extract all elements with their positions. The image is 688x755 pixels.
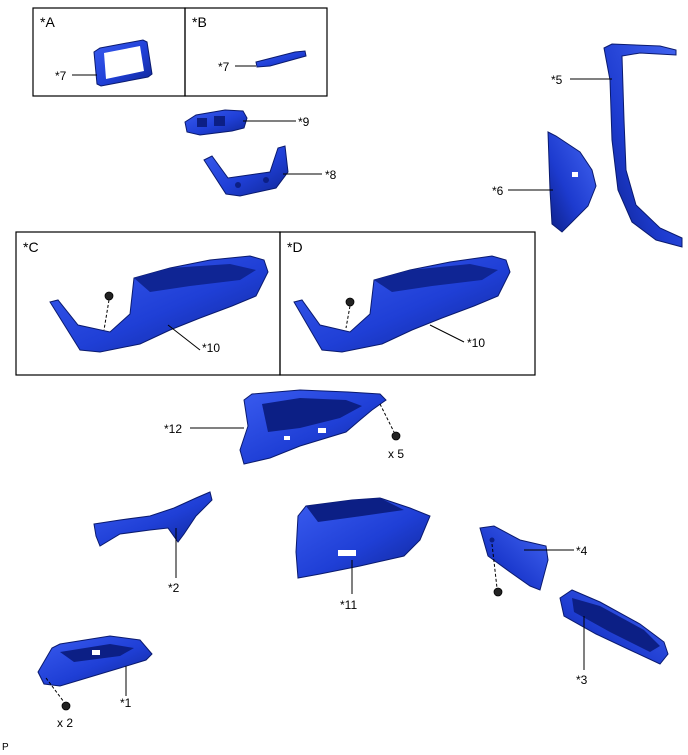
callout-9: *9 <box>298 115 310 129</box>
view-box-c: *C *10 <box>15 231 281 376</box>
callout-7a: *7 <box>55 69 67 83</box>
view-box-d-label: *D <box>287 239 303 255</box>
clip-d <box>345 297 355 329</box>
part-6-side-panel <box>547 131 597 233</box>
view-box-b-label: *B <box>192 14 207 30</box>
clip-1 <box>45 677 71 711</box>
part-3-scuff-plate <box>559 589 669 665</box>
callout-7b: *7 <box>218 60 230 74</box>
part-7-frame-a <box>93 39 153 87</box>
part-1-under-cover <box>37 635 153 687</box>
callout-2: *2 <box>168 581 180 595</box>
footer-code: P <box>2 742 9 753</box>
callout-4: *4 <box>576 544 588 558</box>
clip-c <box>103 291 114 331</box>
view-box-b-frame <box>184 7 328 97</box>
callout-5: *5 <box>551 73 563 87</box>
callout-12: *12 <box>164 422 182 436</box>
callout-11: *11 <box>340 598 357 612</box>
part-7-strip-b <box>255 50 307 68</box>
view-box-d: *D *10 <box>279 231 536 376</box>
clip-4 <box>491 543 503 597</box>
view-box-a: *A *7 <box>32 7 186 97</box>
quantity-1: x 2 <box>57 716 73 730</box>
part-2-side-bracket <box>93 491 213 547</box>
view-box-a-label: *A <box>40 14 55 30</box>
leader-10d <box>429 324 465 343</box>
part-11-glove-compartment <box>295 497 431 579</box>
part-12-glovebox-frame <box>239 389 387 465</box>
callout-8: *8 <box>325 168 337 182</box>
part-10-lower-panel-d <box>293 255 511 353</box>
quantity-12: x 5 <box>388 447 404 461</box>
view-box-c-label: *C <box>23 239 39 255</box>
callout-3: *3 <box>576 673 588 687</box>
callout-1: *1 <box>120 696 132 710</box>
clip-12 <box>379 403 401 441</box>
callout-10c: *10 <box>202 341 220 355</box>
leader-10c <box>167 324 201 351</box>
part-10-lower-panel-c <box>49 255 269 353</box>
callout-10d: *10 <box>467 336 485 350</box>
part-4-kick-panel <box>479 525 549 591</box>
view-box-d-frame <box>279 231 536 376</box>
part-9-switch-panel <box>184 109 248 136</box>
part-5-pillar-garnish <box>603 43 683 248</box>
callout-6: *6 <box>492 184 504 198</box>
view-box-b: *B *7 <box>184 7 328 97</box>
part-8-center-bezel <box>203 145 289 197</box>
